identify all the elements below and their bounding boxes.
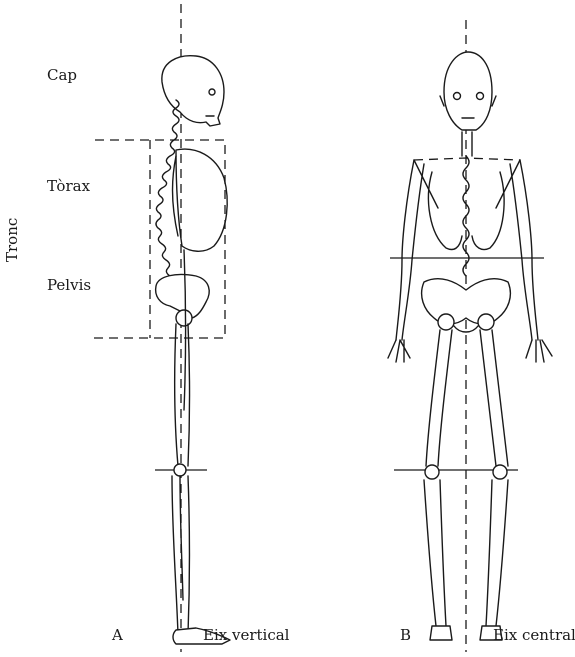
figure-b-front-skeleton [388,20,552,652]
side-ribcage [176,149,227,251]
front-pelvis [422,279,511,324]
figure-a-side-skeleton [88,4,230,652]
axis-label-vertical: Eix vertical [203,626,290,644]
front-hands [388,340,552,362]
label-trunk: Tronc [3,218,21,262]
trunk-dashed-box [88,140,225,338]
figure-b-letter: B [400,626,411,644]
label-thorax: Tòrax [47,177,91,195]
label-pelvis: Pelvis [47,276,91,294]
label-head: Cap [47,66,77,84]
side-femur [175,324,190,466]
front-femurs [426,330,508,466]
front-skull [440,52,496,130]
figure-a-letter: A [111,626,123,644]
axis-label-central: Eix central [493,626,575,644]
side-spine [156,100,179,286]
front-clavicles [414,158,520,160]
side-skull [162,56,224,126]
